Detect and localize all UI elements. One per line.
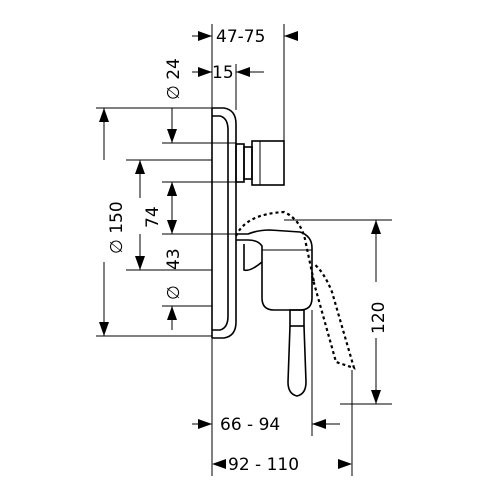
label-120: 120 <box>369 302 389 334</box>
label-92-110: 92 - 110 <box>228 455 299 475</box>
dim-47-75: 47-75 <box>192 27 298 47</box>
mixer-body <box>236 229 313 311</box>
dim-diameter-lower: ∅ <box>164 285 184 330</box>
label-diameter-lower: ∅ <box>164 285 184 300</box>
label-47-75: 47-75 <box>216 27 265 47</box>
label-diameter-24: ∅ 24 <box>164 58 184 100</box>
label-15: 15 <box>212 63 234 83</box>
dim-92-110: 92 - 110 <box>212 455 352 475</box>
label-66-94: 66 - 94 <box>220 415 280 435</box>
lever-handle <box>287 309 307 397</box>
dim-120: 120 <box>369 220 389 404</box>
dim-66-94: 66 - 94 <box>192 415 340 435</box>
dim-diameter-150: ∅ 150 <box>99 108 127 336</box>
label-43: 43 <box>164 248 184 270</box>
dim-15: 15 <box>192 63 264 83</box>
label-diameter-150: ∅ 150 <box>107 201 127 254</box>
diverter-knob <box>235 140 285 186</box>
lever-alternate-position <box>234 210 356 370</box>
dim-43: 43 <box>164 182 184 270</box>
wall-plate <box>211 107 237 339</box>
extension-lines <box>96 24 392 476</box>
dim-74: 74 <box>135 160 163 270</box>
dim-diameter-24: ∅ 24 <box>164 58 184 196</box>
label-74: 74 <box>143 206 163 228</box>
